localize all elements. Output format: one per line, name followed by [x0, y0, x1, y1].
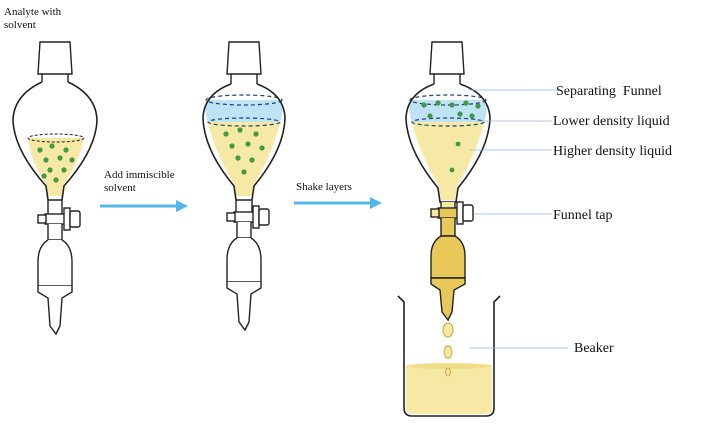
- funnel-3: [405, 41, 491, 322]
- funnel-1-liquid-surface: [27, 133, 85, 143]
- funnel-3-stopper: [429, 41, 465, 75]
- funnel-2-tap-handle-right: [252, 205, 260, 229]
- caption-shake: Shake layers: [296, 181, 352, 193]
- funnel-1-tap-handle-left: [37, 214, 47, 224]
- funnel-3-tap-knob: [462, 204, 474, 222]
- funnel-3-tap-handle-left: [430, 208, 440, 218]
- funnel-1-tap-knob: [69, 210, 81, 228]
- funnel-1-tap-handle-right: [63, 207, 71, 231]
- funnel-2-light-layer: [205, 100, 283, 122]
- funnel-2-joint: [226, 237, 262, 283]
- funnel-3-neck: [433, 74, 461, 84]
- funnel-2-stopper: [226, 41, 262, 75]
- funnel-3-tap-body: [437, 207, 459, 219]
- funnel-1-neck: [41, 74, 69, 82]
- caption-analyte-line2: solvent: [4, 19, 36, 31]
- funnel-1-outlet: [37, 286, 73, 336]
- label-higher-density-liquid: Higher density liquid: [553, 144, 672, 159]
- funnel-2-body: [202, 83, 286, 201]
- label-separating-funnel: Separating Funnel: [556, 84, 662, 99]
- funnel-1-stopper: [37, 41, 73, 75]
- funnel-3-outlet: [430, 277, 466, 322]
- funnel-3-joint: [430, 235, 466, 279]
- caption-add-line2: solvent: [104, 182, 136, 194]
- funnel-3-surface-top: [409, 94, 487, 106]
- funnel-2-tap-body: [233, 211, 255, 223]
- funnel-1-tap-body: [44, 213, 66, 225]
- caption-analyte-line1: Analyte with: [4, 6, 62, 18]
- label-funnel-tap: Funnel tap: [553, 208, 613, 223]
- funnel-2-tap-knob: [258, 208, 270, 226]
- caption-add-line1: Add immiscible: [104, 169, 175, 181]
- beaker-liquid-surface: [406, 363, 492, 369]
- funnel-2-neck: [230, 74, 258, 84]
- droplet-2: [443, 345, 453, 359]
- droplet-1: [442, 322, 454, 338]
- funnel-3-analyte-dots-light: [421, 100, 481, 119]
- leader-lines: [468, 89, 568, 349]
- funnel-1-analyte-dots: [37, 143, 75, 183]
- funnel-3-tap-handle-right: [456, 201, 464, 225]
- arrow-shake: [294, 197, 382, 209]
- funnel-2-heavy-layer: [208, 122, 280, 196]
- funnel-1-body: [12, 81, 98, 201]
- funnel-2-analyte-dots: [223, 127, 265, 175]
- funnel-1-liquid: [28, 138, 84, 196]
- funnel-2-tap-handle-left: [226, 212, 236, 222]
- funnel-3-heavy-layer: [412, 122, 484, 200]
- droplet-3: [445, 367, 451, 377]
- funnel-2-outlet: [226, 282, 262, 332]
- funnel-1-joint: [37, 239, 73, 287]
- funnel-3-interface: [411, 117, 485, 127]
- label-beaker: Beaker: [574, 341, 614, 356]
- beaker-outline: [397, 295, 501, 417]
- funnel-3-analyte-dots-heavy: [449, 141, 461, 173]
- funnel-3-stem-lower: [440, 218, 456, 237]
- arrow-add-solvent: [100, 200, 188, 212]
- label-lower-density-liquid: Lower density liquid: [553, 114, 670, 129]
- funnel-2: [202, 41, 286, 332]
- funnel-1: [12, 41, 98, 336]
- funnel-1-stem-lower: [47, 224, 63, 241]
- funnel-2-stem-lower: [236, 222, 252, 239]
- beaker: [397, 295, 501, 417]
- funnel-2-surface-top: [205, 94, 283, 106]
- funnel-2-interface: [207, 117, 281, 127]
- beaker-liquid: [406, 366, 492, 414]
